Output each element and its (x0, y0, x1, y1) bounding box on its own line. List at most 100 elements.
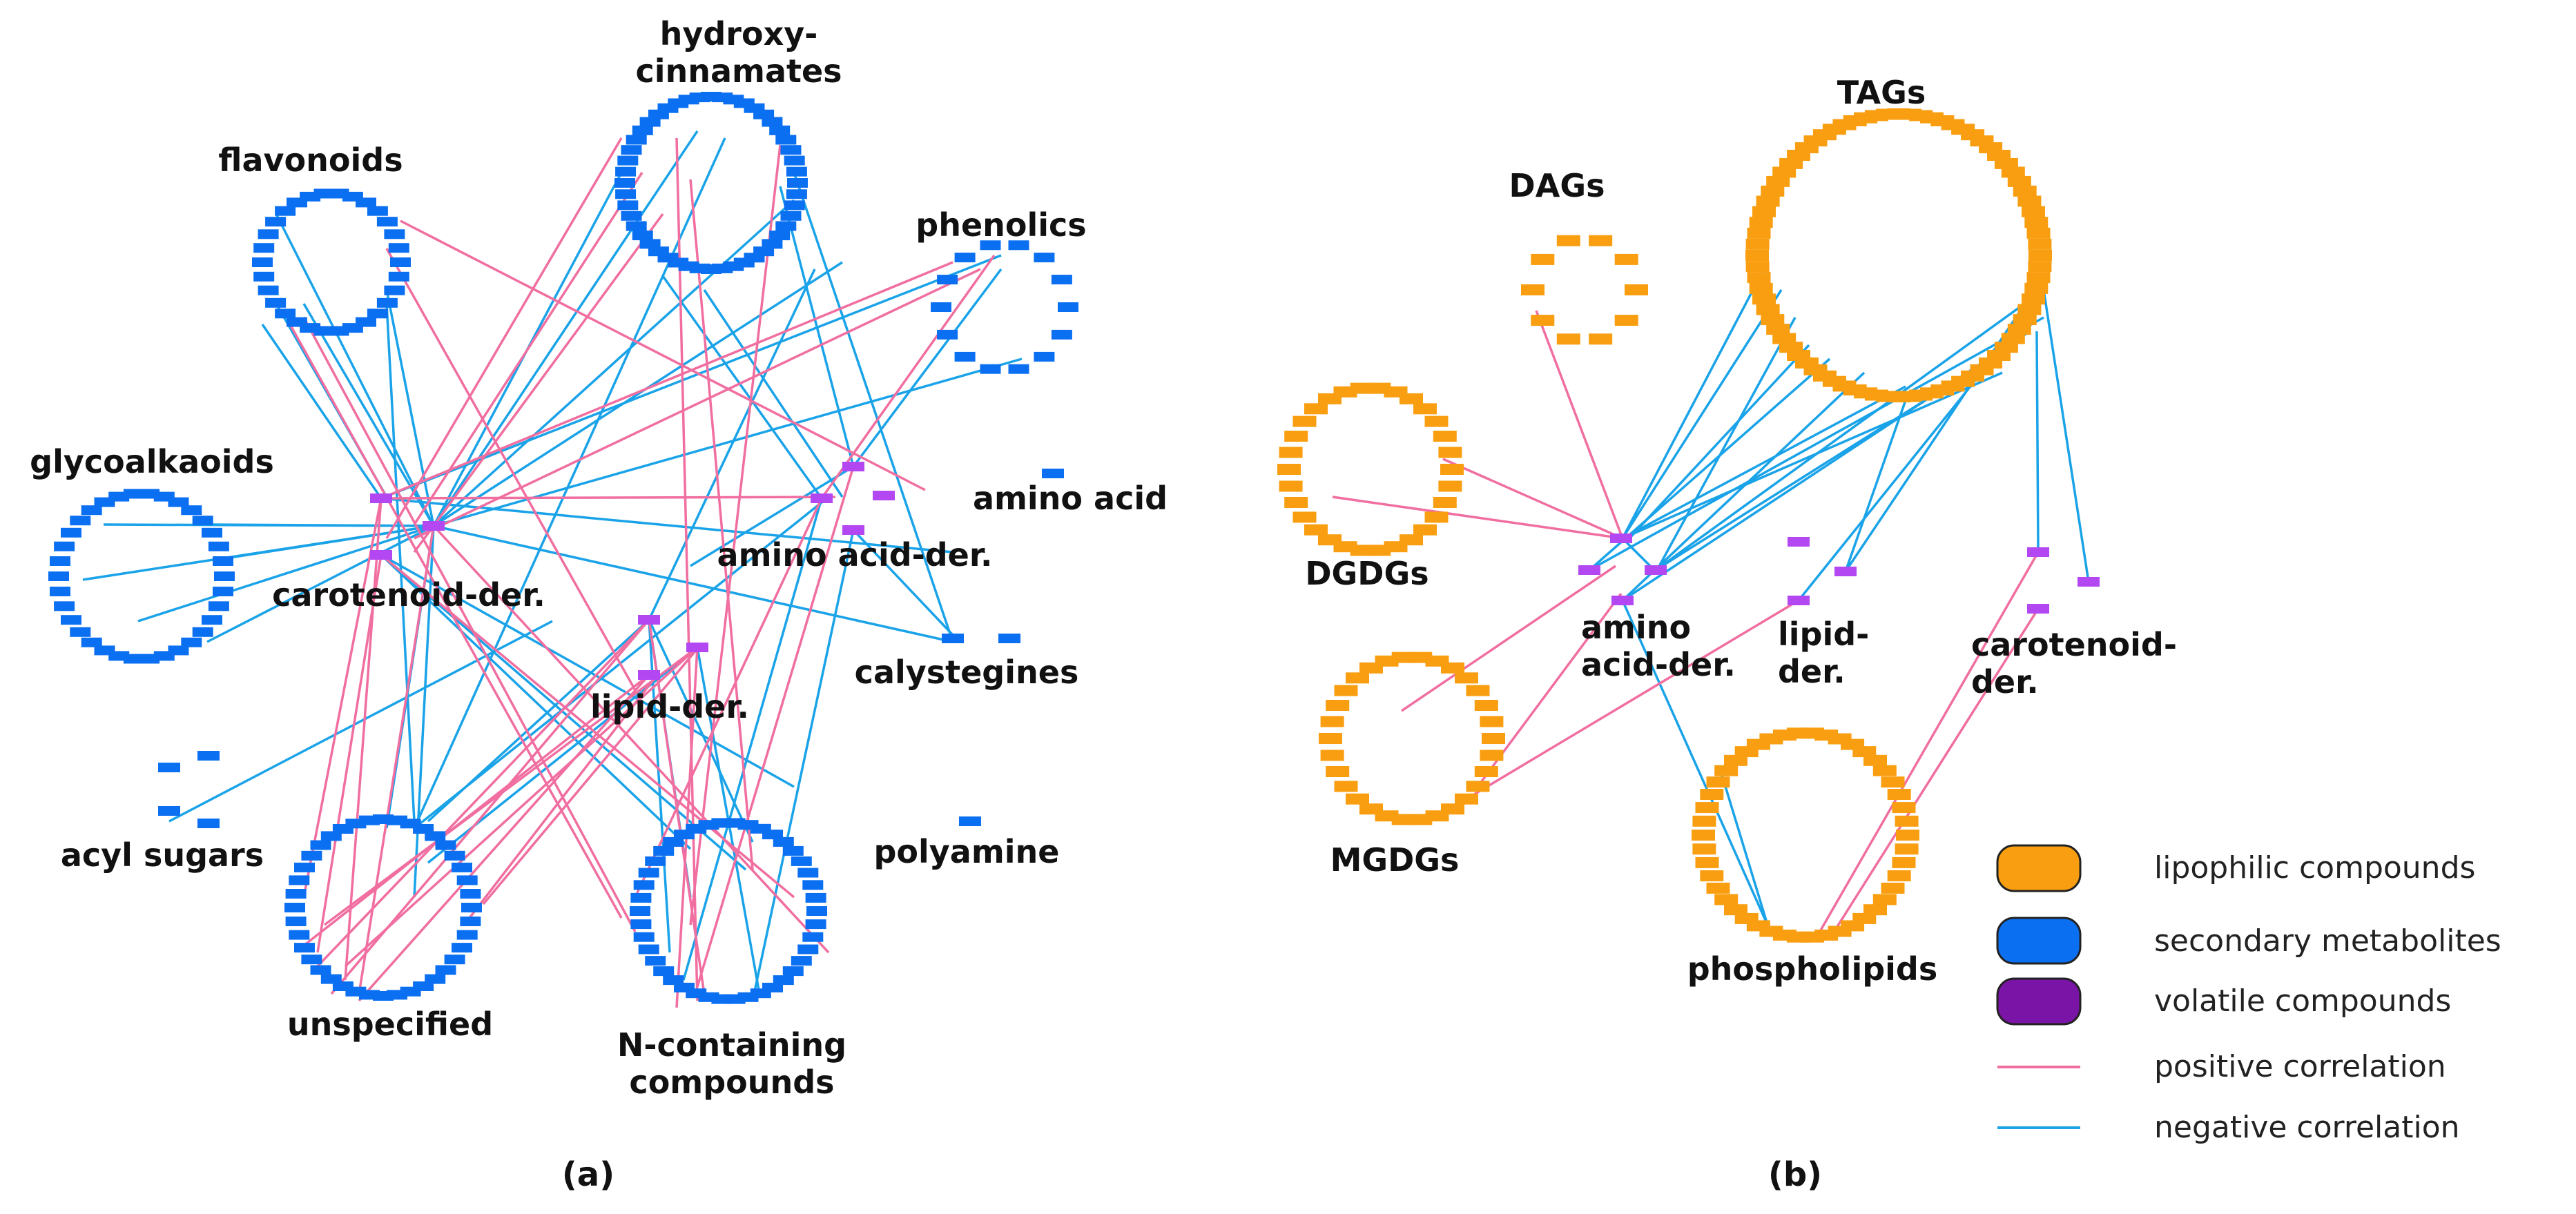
panel-b-edges (1332, 262, 2090, 939)
edge-positive (380, 261, 953, 500)
ring-tags-node (1747, 227, 1771, 239)
ring-glycoalkaloids-node (208, 601, 229, 611)
ring-tags-node (1745, 261, 1770, 273)
ring-flavonoids-node (258, 229, 279, 239)
group-labels: hydroxy-cinnamatesflavonoidsphenolicsgly… (30, 15, 2177, 1101)
nodes-b-carotenoid-der-node (2078, 577, 2100, 587)
nodes-b-lipid-der-node (1788, 537, 1810, 547)
ring-flavonoids-node (258, 285, 279, 295)
ring-glycoalkaloids-node (81, 637, 102, 647)
ring-flavonoids-node (384, 229, 405, 239)
edge-negative (380, 554, 747, 871)
ring-tags-node (2022, 206, 2045, 217)
nodes-acyl-sugars-node (197, 751, 220, 761)
ring-n-containing-node (663, 975, 684, 986)
ring-glycoalkaloids-node (213, 587, 233, 596)
edge-negative (137, 525, 434, 623)
label-glycoalkaloids: glycoalkaoids (30, 443, 274, 480)
label-polyamine: polyamine (874, 833, 1060, 870)
nodes-acyl-sugars-node (158, 763, 180, 772)
ring-unspecified-node (444, 850, 465, 861)
edge-negative (168, 620, 553, 823)
ring-glycoalkaloids-node (181, 637, 202, 647)
panel-a-label: (a) (562, 1155, 614, 1194)
ring-mgdgs-node (1455, 672, 1478, 684)
ring-mgdgs-node (1334, 685, 1358, 696)
nodes-b-carotenoid-der (2027, 547, 2100, 614)
ring-hydroxycinnamates-node (626, 135, 647, 145)
ring-hydroxycinnamates-node (617, 200, 639, 211)
ring-tags-node (2028, 250, 2052, 261)
ring-hydroxycinnamates-node (639, 117, 661, 127)
edge-negative (1622, 385, 1906, 540)
ring-hydroxycinnamates-node (648, 246, 669, 257)
ring-mgdgs-node (1466, 685, 1490, 696)
legend-label-volatile: volatile compounds (2154, 983, 2451, 1019)
ring-tags-node (2007, 175, 2031, 187)
ring-tags-node (2001, 333, 2025, 344)
edge-negative (206, 525, 434, 643)
ring-hydroxycinnamates-node (753, 109, 775, 119)
ring-mgdgs-node (1474, 766, 1498, 777)
edge-positive (302, 317, 637, 932)
ring-phenolics-node (937, 275, 958, 285)
nodes-amino-acid-node (1042, 469, 1064, 478)
ring-tags-node (1752, 293, 1776, 305)
ring-phenolics-node (1008, 364, 1029, 374)
label-b-carotenoid-der: carotenoid-der. (1971, 626, 2177, 701)
ring-hydroxycinnamates-node (632, 231, 653, 241)
ring-glycoalkaloids-node (61, 527, 81, 538)
edge-negative (1621, 600, 1769, 926)
ring-unspecified-node (452, 862, 472, 872)
ring-glycoalkaloids-node (94, 645, 115, 656)
nodes-lipid-der (638, 615, 708, 680)
edge-negative (1654, 288, 2045, 571)
ring-tags-node (2026, 272, 2051, 284)
ring-glycoalkaloids-node (208, 541, 229, 551)
edge-negative (385, 303, 416, 822)
ring-phospholipids-node (1881, 882, 1905, 894)
ring-phospholipids-node (1700, 789, 1724, 800)
label-amino-acid: amino acid (973, 480, 1168, 517)
ring-dgdgs-node (1277, 464, 1301, 475)
ring-unspecified-node (284, 903, 305, 912)
ring-flavonoids-node (367, 206, 388, 216)
ring-hydroxycinnamates-node (621, 211, 642, 221)
ring-n-containing-node (773, 975, 794, 986)
ring-dags-node (1589, 235, 1613, 246)
ring-flavonoids (252, 188, 411, 336)
nodes-b-lipid-der-node (1788, 596, 1810, 605)
ring-flavonoids-node (265, 297, 287, 308)
edge-positive (344, 498, 382, 981)
ring-flavonoids-node (367, 309, 388, 319)
label-acyl-sugars: acyl sugars (61, 836, 264, 874)
ring-n-containing-node (645, 956, 666, 966)
legend-label-secondary: secondary metabolites (2154, 923, 2501, 959)
edge-positive (1814, 551, 2040, 939)
ring-tags-node (1761, 314, 1785, 326)
nodes-acyl-sugars-node (197, 819, 220, 828)
ring-unspecified-node (320, 974, 342, 984)
edge-negative (648, 619, 754, 843)
ring-phospholipids-node (1895, 815, 1919, 827)
ring-phenolics-node (1034, 351, 1055, 362)
ring-n-containing-node (805, 892, 826, 903)
edge-positive (413, 172, 643, 525)
legend-label-lipophilic: lipophilic compounds (2154, 850, 2475, 885)
ring-phospholipids-node (1692, 830, 1715, 841)
label-phenolics: phenolics (916, 206, 1086, 244)
ring-tags-node (1745, 238, 1770, 250)
ring-glycoalkaloids-node (181, 505, 202, 516)
ring-glycoalkaloids-node (192, 516, 213, 526)
edge-negative (1718, 765, 1769, 926)
ring-n-containing-node (653, 845, 675, 856)
nodes-amino-acid-der-node (842, 462, 864, 471)
ring-mgdgs-node (1334, 781, 1358, 792)
ring-unspecified-node (285, 917, 307, 926)
edge-positive (1463, 599, 1799, 802)
ring-n-containing-node (674, 982, 695, 992)
ring-unspecified-node (289, 875, 310, 885)
ring-dgdgs-node (1438, 480, 1462, 492)
